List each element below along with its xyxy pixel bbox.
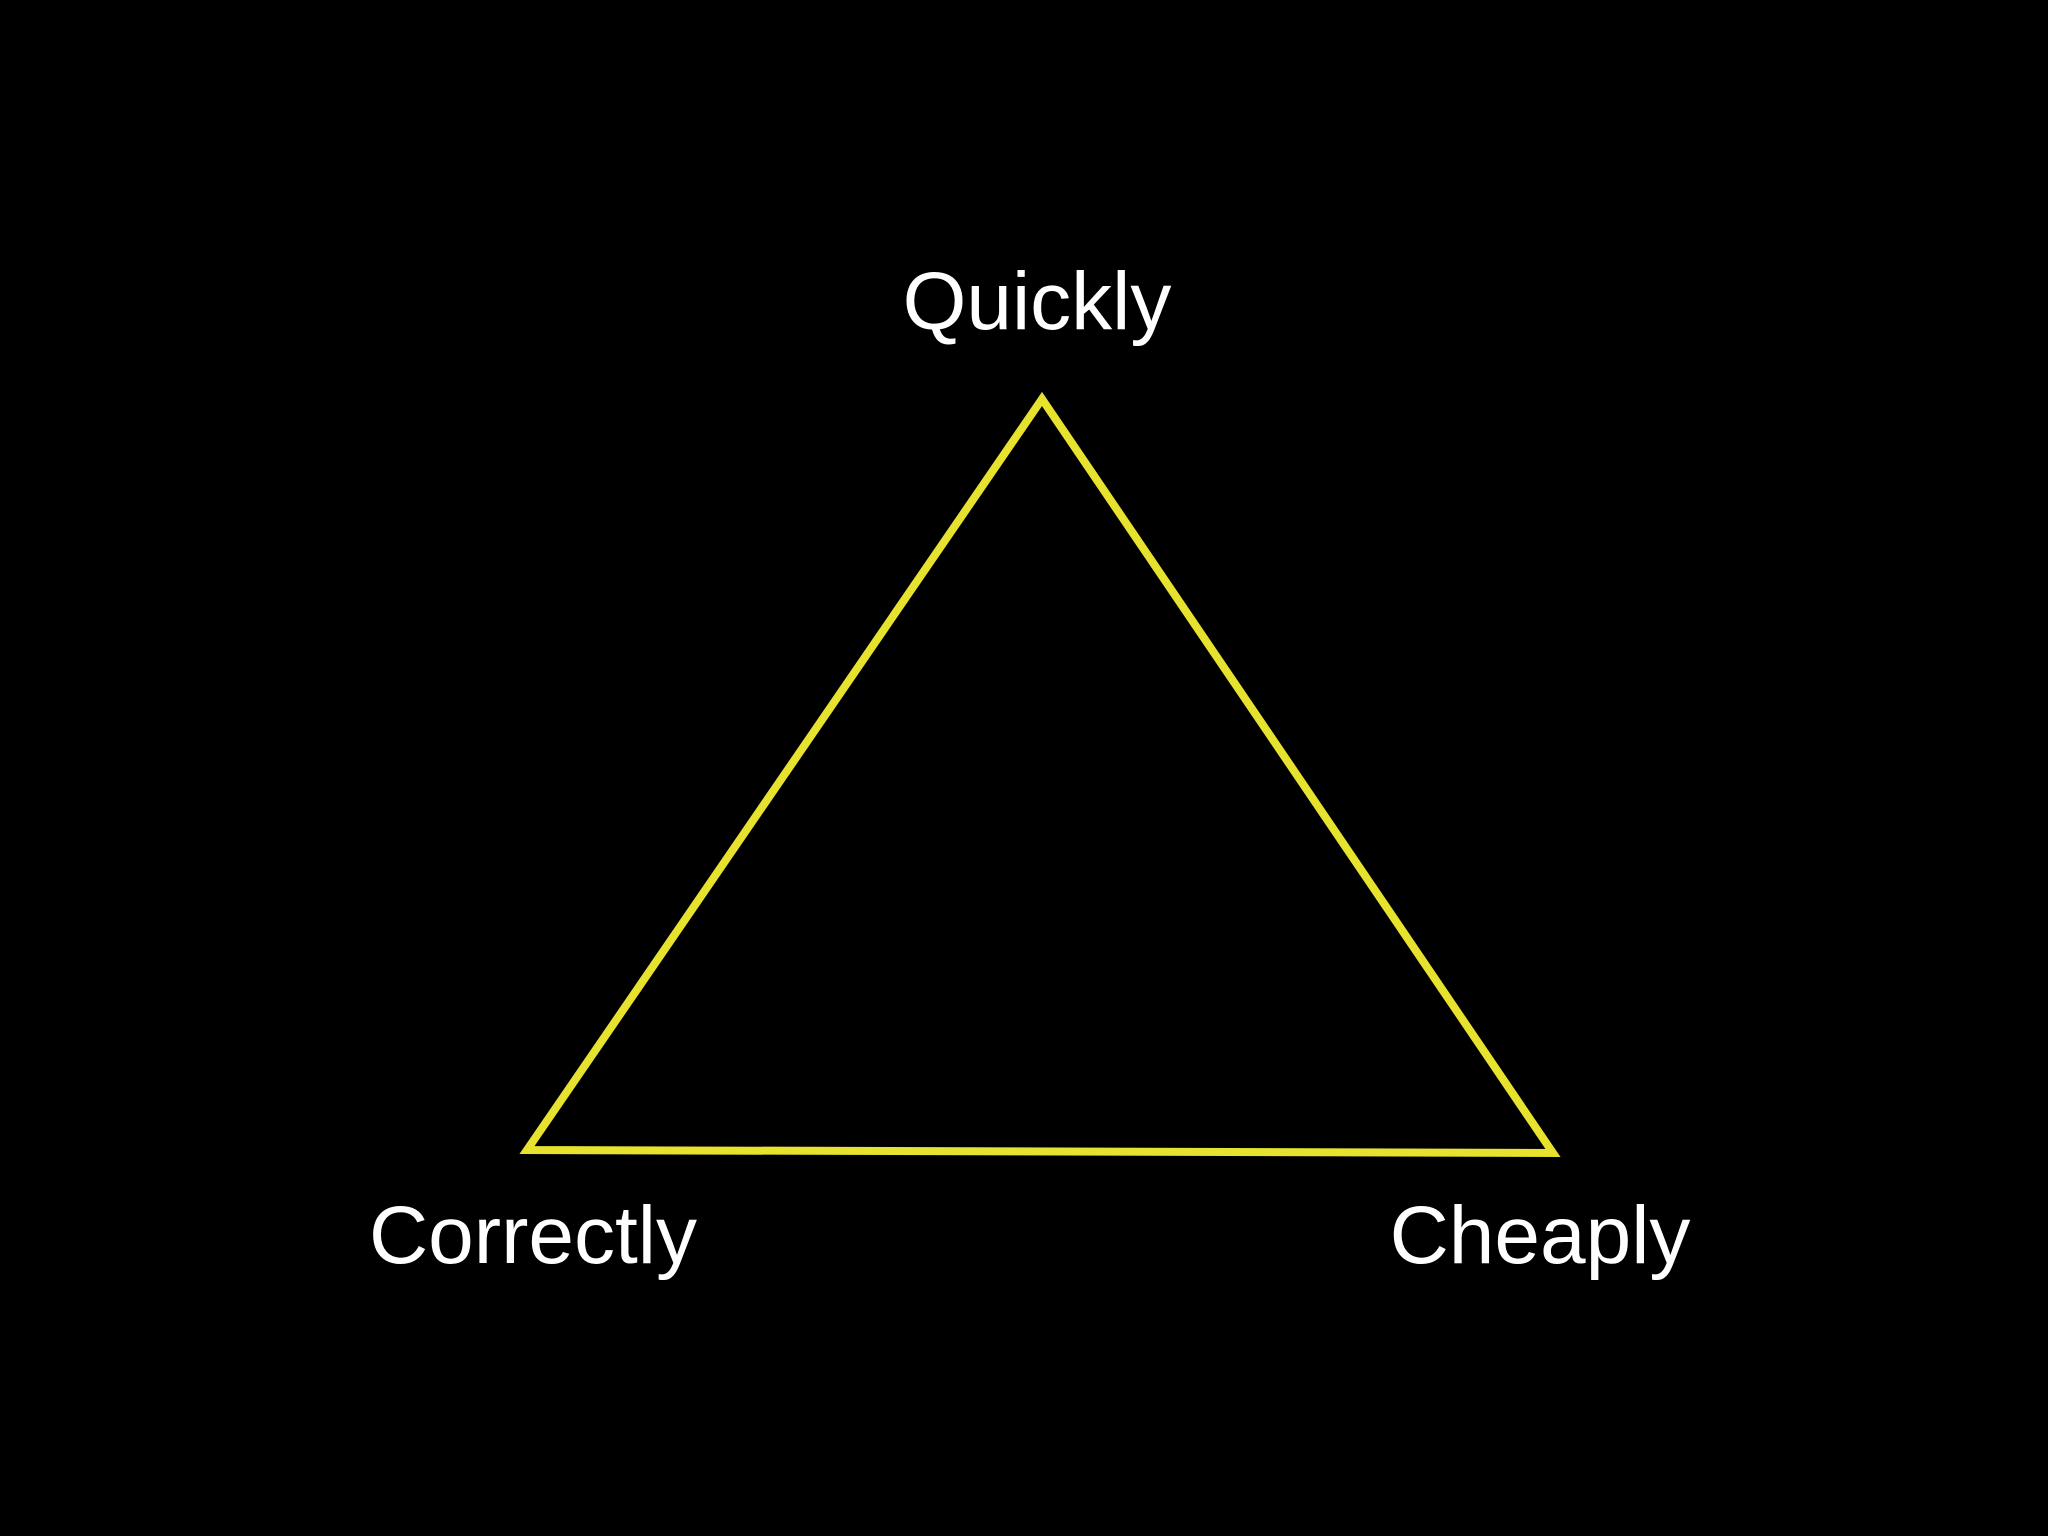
tradeoff-triangle	[519, 391, 1561, 1158]
label-correctly: Correctly	[369, 1190, 697, 1281]
label-quickly: Quickly	[903, 256, 1172, 347]
label-cheaply: Cheaply	[1390, 1190, 1691, 1281]
